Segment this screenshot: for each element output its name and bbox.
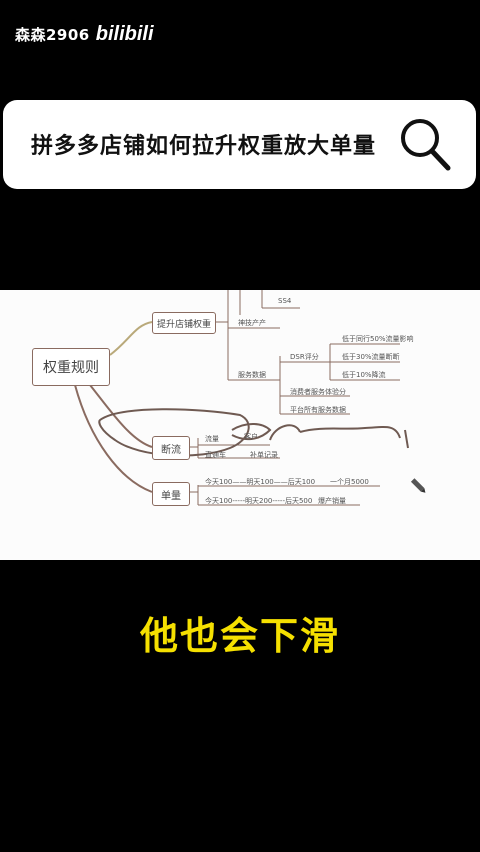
bilibili-watermark: 森森2906 bilibili (15, 20, 154, 48)
label-ss4: SS4 (278, 297, 292, 305)
label-dsr: DSR评分 (290, 353, 319, 361)
label-service: 服务数据 (238, 371, 266, 379)
label-traffic-b: 客户 (244, 433, 258, 441)
label-traffic-d: 补单记录 (250, 451, 278, 459)
branch-orders-label: 单量 (161, 490, 181, 502)
search-query[interactable]: 拼多多店铺如何拉升权重放大单量 (31, 134, 377, 159)
label-dsr-1: 低于同行50%流量影响 (342, 335, 414, 343)
label-dsr-2: 低于30%流量断断 (342, 353, 400, 361)
mindmap-branch-boost: 提升店铺权重 (152, 312, 216, 334)
mindmap-root-label: 权重规则 (43, 360, 99, 376)
label-quality: 神技产产 (238, 319, 266, 327)
search-icon[interactable] (394, 114, 456, 176)
search-bar[interactable]: 拼多多店铺如何拉升权重放大单量 (3, 100, 476, 189)
branch-traffic-label: 断流 (161, 444, 181, 456)
mindmap-branch-traffic: 断流 (152, 436, 190, 460)
label-order-row2-end: 爆产销量 (318, 497, 346, 505)
label-order-row1-end: 一个月5000 (330, 478, 369, 486)
mindmap-lines (74, 290, 426, 506)
bilibili-logo: bilibili (95, 22, 154, 45)
mindmap-branch-orders: 单量 (152, 482, 190, 506)
label-traffic-a: 流量 (205, 435, 219, 443)
mindmap-screenshot: 权重规则 提升店铺权重 断流 单量 SS4 神技产产 服务数据 DSR评分 低于… (0, 290, 480, 560)
label-order-row2: 今天100-----明天200-----后天500 (205, 497, 313, 505)
branch-boost-label: 提升店铺权重 (156, 319, 211, 330)
uploader-name: 森森2906 (15, 25, 90, 44)
label-order-row1: 今天100——明天100——后天100 (205, 478, 316, 486)
video-subtitle: 他也会下滑 (139, 614, 340, 658)
label-dsr-3: 低于10%降流 (342, 371, 386, 379)
label-platform: 平台所有服务数据 (290, 406, 346, 414)
mindmap-root: 权重规则 (32, 348, 110, 386)
label-consumer: 消费者服务体验分 (290, 388, 346, 396)
label-traffic-c: 直通车 (205, 451, 226, 459)
